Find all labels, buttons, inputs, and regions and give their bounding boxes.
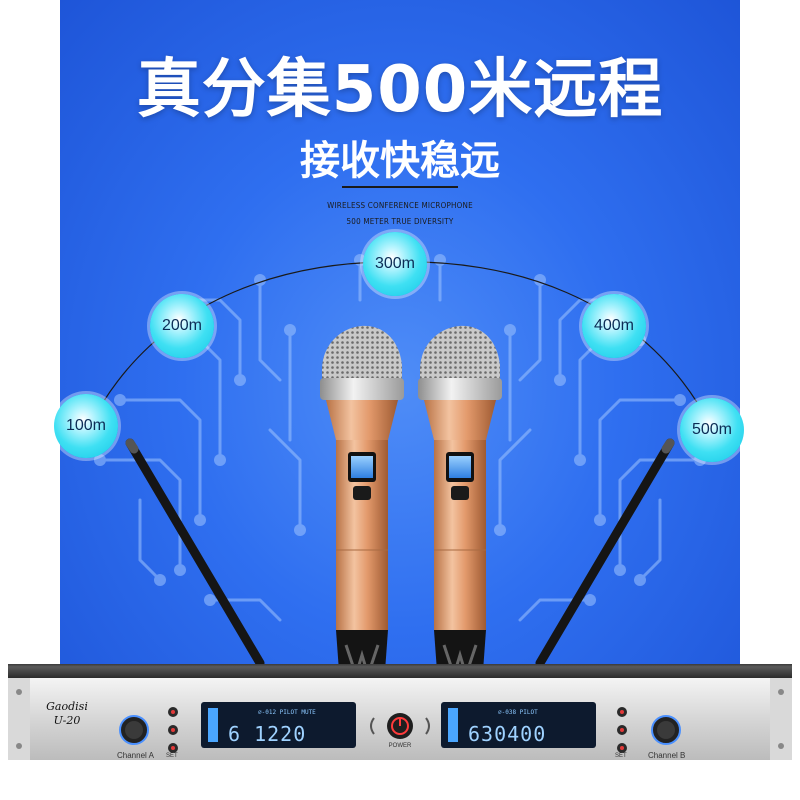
power-label: POWER <box>388 743 412 749</box>
set-label-right: SET <box>615 753 627 759</box>
distance-label: 400m <box>593 317 635 334</box>
subheadline: 接收快稳远 <box>300 138 500 184</box>
headline: 真分集500米远程 <box>136 53 664 127</box>
english-tagline-2: 500 METER TRUE DIVERSITY <box>346 217 454 226</box>
channel-b-label: Channel B <box>648 751 686 760</box>
divider-line <box>342 186 458 188</box>
distance-label: 100m <box>65 417 107 434</box>
right-display-frequency: 630400 <box>468 722 547 746</box>
distance-marker-500m: 500m <box>680 398 744 462</box>
left-microphone <box>320 325 404 685</box>
english-tagline-1: WIRELESS CONFERENCE MICROPHONE <box>327 201 473 210</box>
set-label-left: SET <box>166 753 178 759</box>
receiver-unit <box>8 664 792 760</box>
distance-marker-200m: 200m <box>150 294 214 358</box>
right-display-status: ∅-038 PILOT <box>498 709 538 716</box>
distance-marker-400m: 400m <box>582 294 646 358</box>
model-number: U-20 <box>53 714 81 727</box>
distance-label: 200m <box>161 317 203 334</box>
distance-marker-300m: 300m <box>363 232 427 296</box>
distance-marker-100m: 100m <box>54 394 118 458</box>
receiver-brand: Gaodisi U-20 <box>28 700 106 728</box>
channel-a-label: Channel A <box>117 751 154 760</box>
brand-name: Gaodisi <box>46 700 88 713</box>
distance-label: 300m <box>374 255 416 272</box>
left-antenna <box>125 438 265 668</box>
right-antenna <box>535 438 675 668</box>
microphones <box>320 325 502 685</box>
right-microphone <box>418 325 502 685</box>
left-display-frequency: 6 1220 <box>228 722 307 746</box>
left-display-status: ∅-012 PILOT MUTE <box>258 709 316 716</box>
distance-label: 500m <box>691 421 733 438</box>
